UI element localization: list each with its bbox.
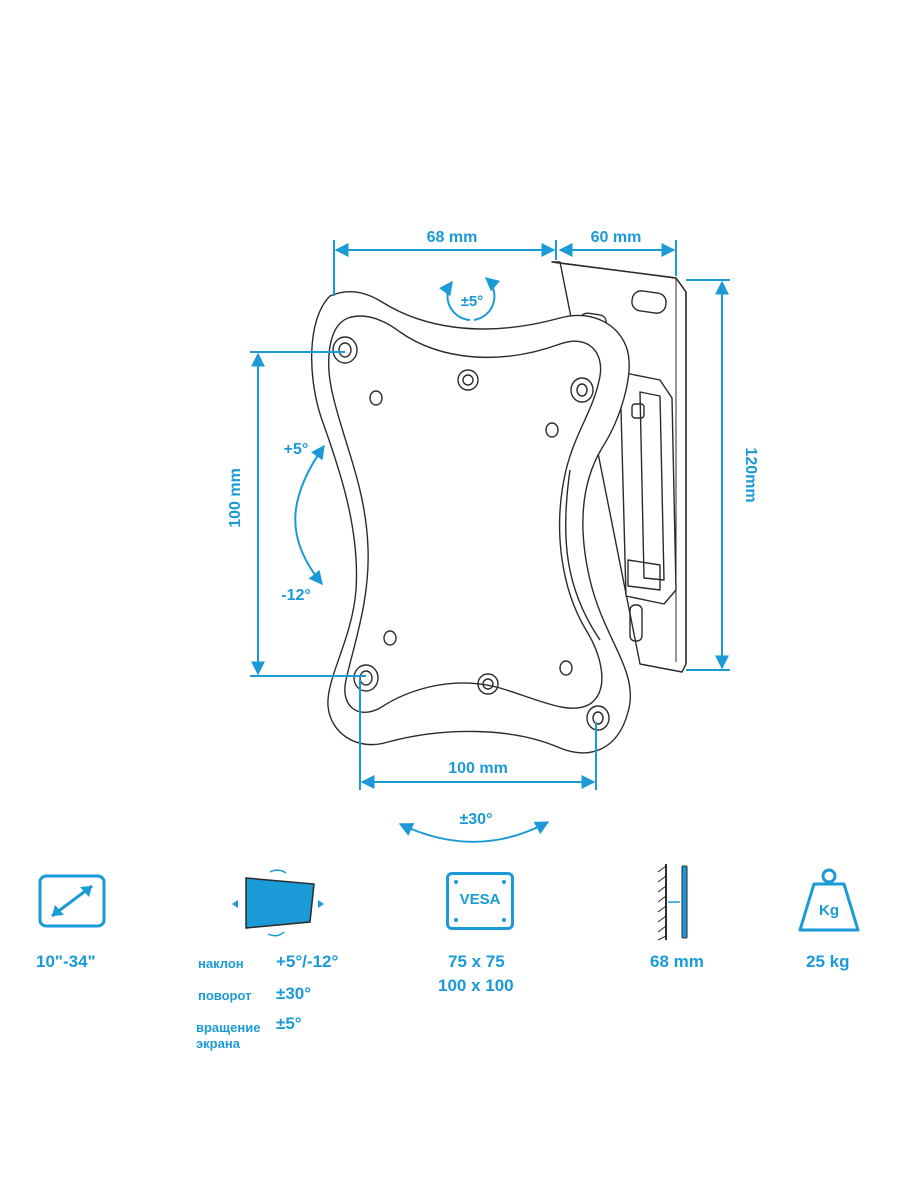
vesa-badge: VESA [459,891,501,908]
vesa-size-2: 100 x 100 [438,976,514,995]
wall-distance: 68 mm [650,952,704,971]
dim-depth-60: 60 mm [591,229,642,246]
dim-tilt-up: +5° [284,441,309,458]
dim-swivel-30: ±30° [460,811,493,828]
tilt-swivel-screen-icon [232,869,324,937]
dim-tilt-down: -12° [281,587,311,604]
vesa-plate [311,291,632,754]
wall-profile-icon [657,864,688,941]
rotation-value: ±5° [276,1014,302,1033]
swivel-value: ±30° [276,984,312,1003]
tilt-label: наклон [198,956,244,971]
dim-vesa-height-100: 100 mm [227,468,244,528]
vesa-size-1: 75 x 75 [448,952,505,971]
diagonal-arrow-icon [38,874,106,928]
screen-size: 10"-34" [36,952,96,971]
kg-badge: Kg [819,902,839,919]
weight-icon: Kg [794,866,864,936]
max-load: 25 kg [806,952,850,971]
rotation-label-1: вращение [196,1020,261,1035]
dim-vesa-width-100: 100 mm [448,760,508,777]
dimension-lines [250,240,730,843]
dim-width-68: 68 mm [427,229,478,246]
bracket-drawing [311,261,687,754]
rotation-label-2: экрана [196,1036,240,1051]
swivel-label: поворот [198,988,252,1003]
dim-height-120: 120mm [742,447,759,502]
tilt-value: +5°/-12° [276,952,339,971]
vesa-icon: VESA [446,872,514,930]
dim-rotate-5: ±5° [461,293,484,310]
